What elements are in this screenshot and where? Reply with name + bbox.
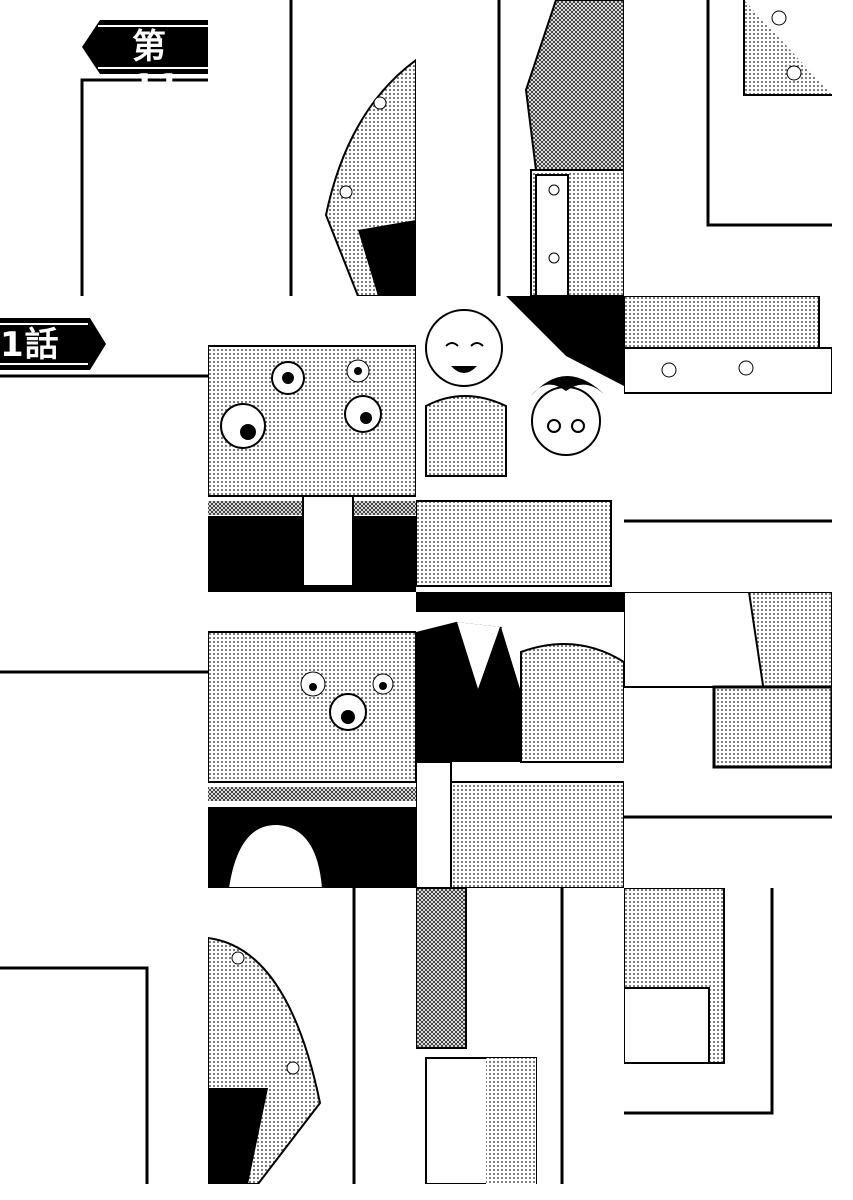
manga-tile-frame-corner — [0, 888, 208, 1184]
manga-tile-title-right: 1話 — [0, 296, 208, 592]
manga-tile-eyeball-chest — [208, 296, 416, 592]
chapter-title-fragment: 1話 — [0, 325, 60, 365]
manga-tile-chest-frame — [624, 0, 832, 296]
manga-tile-chest-lid — [624, 296, 832, 592]
manga-tile-chest-arc — [208, 888, 416, 1184]
manga-tile-title-left: 第11 — [0, 0, 208, 296]
manga-tile-figure-on-chest — [416, 0, 624, 296]
manga-tile-chest-frame-bottom — [624, 888, 832, 1184]
manga-tile-eyeball-chest-2 — [208, 592, 416, 888]
manga-tile-man-in-vest — [416, 592, 624, 888]
manga-tile-blank-panel — [0, 592, 208, 888]
manga-tile-small-chest — [624, 592, 832, 888]
manga-tile-figure-with-scroll — [416, 888, 624, 1184]
chapter-title-fragment: 第11 — [132, 27, 182, 107]
manga-tile-girl-and-demon-child — [416, 296, 624, 592]
manga-tile-chest-corner — [208, 0, 416, 296]
